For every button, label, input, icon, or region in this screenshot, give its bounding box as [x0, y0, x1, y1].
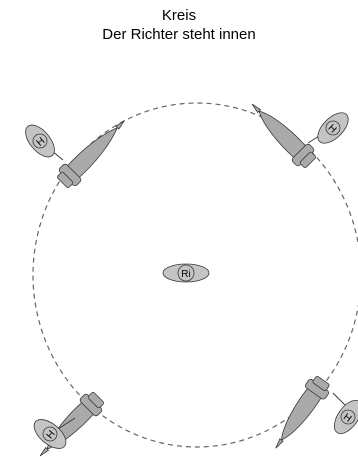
team-top-right — [244, 96, 320, 172]
team-bottom-right — [266, 373, 333, 455]
handler-bottom-right: H — [329, 396, 358, 439]
judge: Ri — [163, 264, 209, 282]
leash-bottom-right — [333, 393, 345, 405]
handler-top-right: H — [312, 107, 353, 148]
team-top-left — [54, 112, 133, 191]
dog-head — [274, 439, 283, 449]
dog-head — [39, 447, 49, 457]
dog-head — [251, 103, 261, 113]
judge-label: Ri — [181, 269, 190, 280]
handler-top-left: H — [20, 120, 60, 162]
dog-head — [116, 119, 126, 129]
